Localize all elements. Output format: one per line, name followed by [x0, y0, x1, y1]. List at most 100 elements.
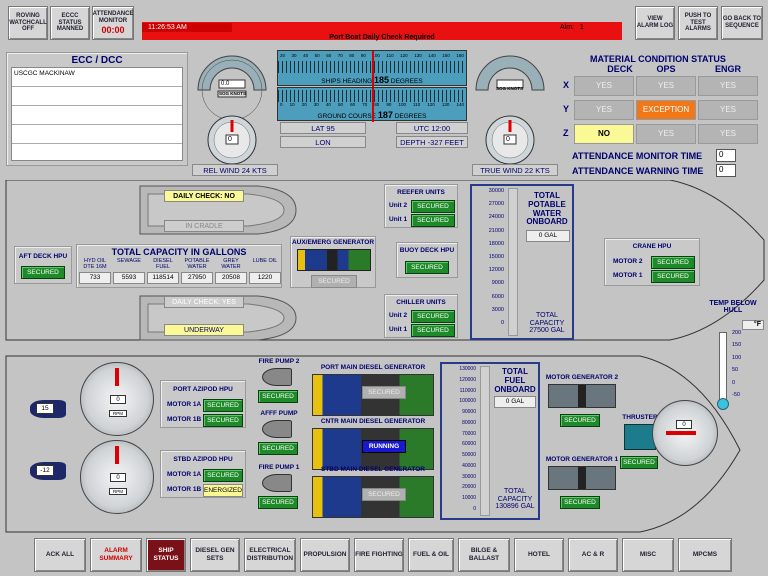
port-boat-check[interactable]: DAILY CHECK: NO [164, 190, 244, 202]
nav-button-ship-status[interactable]: SHIP STATUS [146, 538, 186, 572]
nav-button-electrical-distribution[interactable]: ELECTRICAL DISTRIBUTION [244, 538, 296, 572]
degrees-label: DEGREES [390, 78, 423, 85]
capacity-value: 20508 [215, 272, 247, 284]
scale-tick-label: 12000 [488, 267, 504, 274]
scale-tick-label: 90000 [462, 409, 476, 416]
motor-gen2-icon [548, 384, 616, 408]
fuel-cap-value: 130896 GAL [495, 503, 535, 511]
capacity-value: 1220 [249, 272, 281, 284]
motor-gen2-status[interactable]: SECURED [560, 414, 600, 427]
fire-pump2-status[interactable]: SECURED [258, 390, 298, 403]
heading-tick: 60 [326, 53, 332, 58]
afff-pump-icon [262, 420, 292, 438]
nav-button-hotel[interactable]: HOTEL [514, 538, 564, 572]
scale-tick-label: 0 [732, 379, 736, 386]
go-back-to-sequence-button[interactable]: GO BACK TO SEQUENCE [721, 6, 763, 40]
material-col-ops: OPS [656, 64, 676, 74]
scale-tick-label: 30000 [462, 473, 476, 480]
capacity-col-label: GREY WATER [221, 258, 241, 270]
alarm-message[interactable]: Port Boat Daily Check Required [142, 33, 622, 42]
scale-tick-label: 130000 [459, 366, 476, 372]
nav-button-diesel-gen-sets[interactable]: DIESEL GEN SETS [190, 538, 240, 572]
material-cell-text: EXCEPTION [642, 105, 690, 114]
crane-motor2-status[interactable]: SECURED [651, 256, 695, 269]
port-azipod-m1a-status[interactable]: SECURED [203, 399, 243, 412]
attendance-monitor-button[interactable]: ATTENDANCE MONITOR 00:00 [92, 6, 134, 40]
material-cell[interactable]: YES [698, 100, 758, 120]
heading-tick: 160 [456, 53, 464, 58]
stbd-boat-check[interactable]: DAILY CHECK: YES [164, 296, 244, 308]
stbd-azipod-m1b-status[interactable]: ENERGIZED [203, 484, 243, 497]
ground-course-value: 187 [377, 110, 393, 120]
motor-gen1-icon [548, 466, 616, 490]
reefer-unit1-label: Unit 1 [389, 216, 408, 223]
aft-deck-hpu-status[interactable]: SECURED [21, 266, 65, 279]
stbd-boat-status: UNDERWAY [164, 324, 244, 336]
monitor-time-label: ATTENDANCE MONITOR TIME [572, 151, 703, 161]
nav-button-ac-r[interactable]: AC & R [568, 538, 618, 572]
scale-tick-label: 24000 [488, 214, 504, 221]
warning-time-input[interactable]: 0 [716, 164, 736, 177]
material-cell[interactable]: YES [698, 124, 758, 144]
nav-button-alarm-summary[interactable]: ALARM SUMMARY [90, 538, 142, 572]
thruster-value: 0 [676, 420, 692, 429]
material-cell[interactable]: YES [636, 124, 696, 144]
lon-text: LON [315, 138, 331, 147]
alarm-count-label: Alm: [560, 24, 574, 31]
port-azipod-m1b-status[interactable]: SECURED [203, 414, 243, 427]
thruster-status[interactable]: SECURED [620, 456, 658, 469]
ecc-dcc-log[interactable]: USCGC MACKINAW [11, 67, 183, 161]
crane-motor1-status[interactable]: SECURED [651, 270, 695, 283]
aux-gen-engine-icon [297, 249, 371, 271]
stbd-azipod-m1a-status[interactable]: SECURED [203, 469, 243, 482]
material-col-engr: ENGR [714, 64, 741, 74]
roving-watchcall-button[interactable]: ROVING WATCHCALL OFF [8, 6, 48, 40]
push-to-test-label: PUSH TO TEST ALARMS [684, 12, 712, 33]
alarm-count: 1 [579, 24, 584, 31]
chiller-unit2-status[interactable]: SECURED [411, 310, 455, 323]
nav-button-bilge-ballast[interactable]: BILGE & BALLAST [458, 538, 510, 572]
scale-tick-label: 0 [500, 320, 504, 326]
material-cell-exception[interactable]: EXCEPTION [636, 100, 696, 120]
chiller-unit1-status[interactable]: SECURED [411, 324, 455, 337]
alarm-count-box: Alm: 1 [560, 23, 620, 32]
port-main-gen-status[interactable]: SECURED [362, 386, 406, 399]
scale-tick-label: 100000 [459, 398, 476, 405]
view-alarm-log-button[interactable]: VIEW ALARM LOG [635, 6, 675, 40]
buoy-status[interactable]: SECURED [405, 261, 449, 274]
port-rpm-needle [115, 368, 119, 386]
motor-gen1-status[interactable]: SECURED [560, 496, 600, 509]
temp-title: TEMP BELOW HULL [709, 300, 757, 314]
sog-gauge-arc [197, 55, 267, 91]
capacity-col-label: POTABLE WATER [184, 258, 210, 270]
nav-button-mpcms[interactable]: MPCMS [678, 538, 732, 572]
material-cell-text: YES [657, 129, 674, 138]
material-cell[interactable]: YES [574, 100, 634, 120]
material-cell-no[interactable]: NO [574, 124, 634, 144]
afff-pump-status[interactable]: SECURED [258, 442, 298, 455]
aux-gen-status[interactable]: SECURED [311, 275, 357, 288]
course-tick: 130 [441, 102, 450, 107]
nav-button-propulsion[interactable]: PROPULSION [300, 538, 350, 572]
nav-button-fire-fighting[interactable]: FIRE FIGHTING [354, 538, 404, 572]
nav-button-misc[interactable]: MISC [622, 538, 674, 572]
nav-button-ack-all[interactable]: ACK ALL [34, 538, 86, 572]
reefer-unit1-status[interactable]: SECURED [411, 214, 455, 227]
cntr-main-gen-status[interactable]: RUNNING [362, 440, 406, 453]
true-wind-text: TRUE WIND 22 KTS [480, 166, 550, 175]
depth-text: DEPTH -327 FEET [400, 138, 464, 147]
ecc-log-line [12, 125, 182, 144]
heading-tick: 130 [414, 53, 422, 58]
reefer-unit2-status[interactable]: SECURED [411, 200, 455, 213]
stbd-main-gen-status[interactable]: SECURED [362, 488, 406, 501]
fire-pump1-status[interactable]: SECURED [258, 496, 298, 509]
material-cell[interactable]: YES [698, 76, 758, 96]
nav-button-fuel-oil[interactable]: FUEL & OIL [408, 538, 454, 572]
rel-wind-box: REL WIND 24 KTS [192, 164, 278, 176]
push-to-test-alarms-button[interactable]: PUSH TO TEST ALARMS [678, 6, 718, 40]
monitor-time-input[interactable]: 0 [716, 149, 736, 162]
material-cell[interactable]: YES [636, 76, 696, 96]
eccc-status-button[interactable]: ECCC STATUS MANNED [50, 6, 90, 40]
material-cell[interactable]: YES [574, 76, 634, 96]
